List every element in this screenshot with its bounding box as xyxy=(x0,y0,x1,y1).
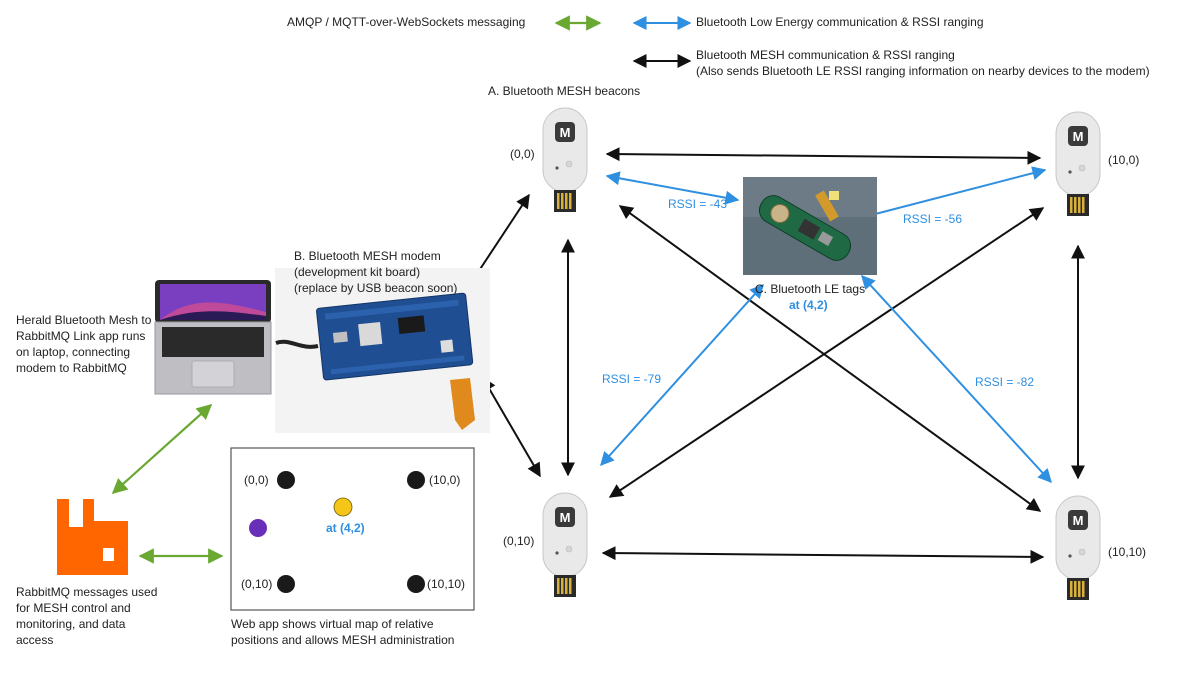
mesh-arrow-modem-bottom xyxy=(482,376,541,478)
ble-arrow-tl xyxy=(605,171,740,205)
modem-title: B. Bluetooth MESH modem xyxy=(294,249,441,263)
modem-note: (replace by USB beacon soon) xyxy=(294,281,458,295)
webapp-caption-1: Web app shows virtual map of relative xyxy=(231,617,434,631)
beacon-bl-label: (0,10) xyxy=(503,534,535,548)
mesh-arrow-top xyxy=(605,147,1042,165)
ble-arrow-bl xyxy=(600,283,764,467)
modem-subtitle: (development kit board) xyxy=(294,265,421,279)
rssi-label-tl: RSSI = -43 xyxy=(668,197,728,211)
webapp-label-00: (0,0) xyxy=(244,473,269,487)
laptop-caption-4: modem to RabbitMQ xyxy=(16,361,127,375)
tags-title: C. Bluetooth LE tags xyxy=(755,282,866,296)
laptop-caption-1: Herald Bluetooth Mesh to xyxy=(16,313,152,327)
beacon-br xyxy=(1055,495,1101,601)
beacon-tr-label: (10,0) xyxy=(1108,153,1140,167)
webapp-label-1010: (10,10) xyxy=(427,577,466,591)
beacon-tl-label: (0,0) xyxy=(510,147,535,161)
rssi-label-br: RSSI = -82 xyxy=(975,375,1035,389)
webapp-label-010: (0,10) xyxy=(241,577,273,591)
webapp-tag-label: at (4,2) xyxy=(326,521,365,535)
rssi-label-bl: RSSI = -79 xyxy=(602,372,662,386)
mesh-arrow-bottom xyxy=(601,546,1045,564)
beacon-tl xyxy=(542,107,588,213)
webapp-caption-2: positions and allows MESH administration xyxy=(231,633,455,647)
webapp-map-box xyxy=(230,447,475,611)
beacon-bl xyxy=(542,492,588,598)
ble-tag-photo xyxy=(743,177,877,275)
tags-position: at (4,2) xyxy=(789,298,828,312)
rabbitmq-logo xyxy=(57,499,128,575)
rabbitmq-caption-3: monitoring, and data xyxy=(16,617,126,631)
legend-amqp-label: AMQP / MQTT-over-WebSockets messaging xyxy=(287,15,526,29)
beacon-br-label: (10,10) xyxy=(1108,545,1147,559)
laptop xyxy=(154,280,272,395)
webapp-purple-dot xyxy=(249,519,267,537)
ble-arrow-br xyxy=(861,274,1052,484)
amqp-arrow-laptop xyxy=(111,403,213,495)
laptop-caption-3: on laptop, connecting xyxy=(16,345,131,359)
webapp-tag-dot xyxy=(333,497,353,517)
webapp-dot-010 xyxy=(277,575,295,593)
rssi-label-tr: RSSI = -56 xyxy=(903,212,963,226)
legend-ble-label: Bluetooth Low Energy communication & RSS… xyxy=(696,15,984,29)
dev-kit-board xyxy=(275,268,490,433)
webapp-label-100: (10,0) xyxy=(429,473,461,487)
beacons-title: A. Bluetooth MESH beacons xyxy=(488,84,641,98)
beacon-tr xyxy=(1055,111,1101,217)
legend-mesh-note: (Also sends Bluetooth LE RSSI ranging in… xyxy=(696,64,1150,78)
laptop-caption-2: RabbitMQ Link app runs xyxy=(16,329,146,343)
ble-arrow-tr xyxy=(850,166,1047,224)
rabbitmq-caption-4: access xyxy=(16,633,54,647)
webapp-dot-00 xyxy=(277,471,295,489)
legend-mesh-label: Bluetooth MESH communication & RSSI rang… xyxy=(696,48,955,62)
rabbitmq-caption-1: RabbitMQ messages used xyxy=(16,585,158,599)
webapp-dot-100 xyxy=(407,471,425,489)
rabbitmq-caption-2: for MESH control and xyxy=(16,601,131,615)
webapp-dot-1010 xyxy=(407,575,425,593)
